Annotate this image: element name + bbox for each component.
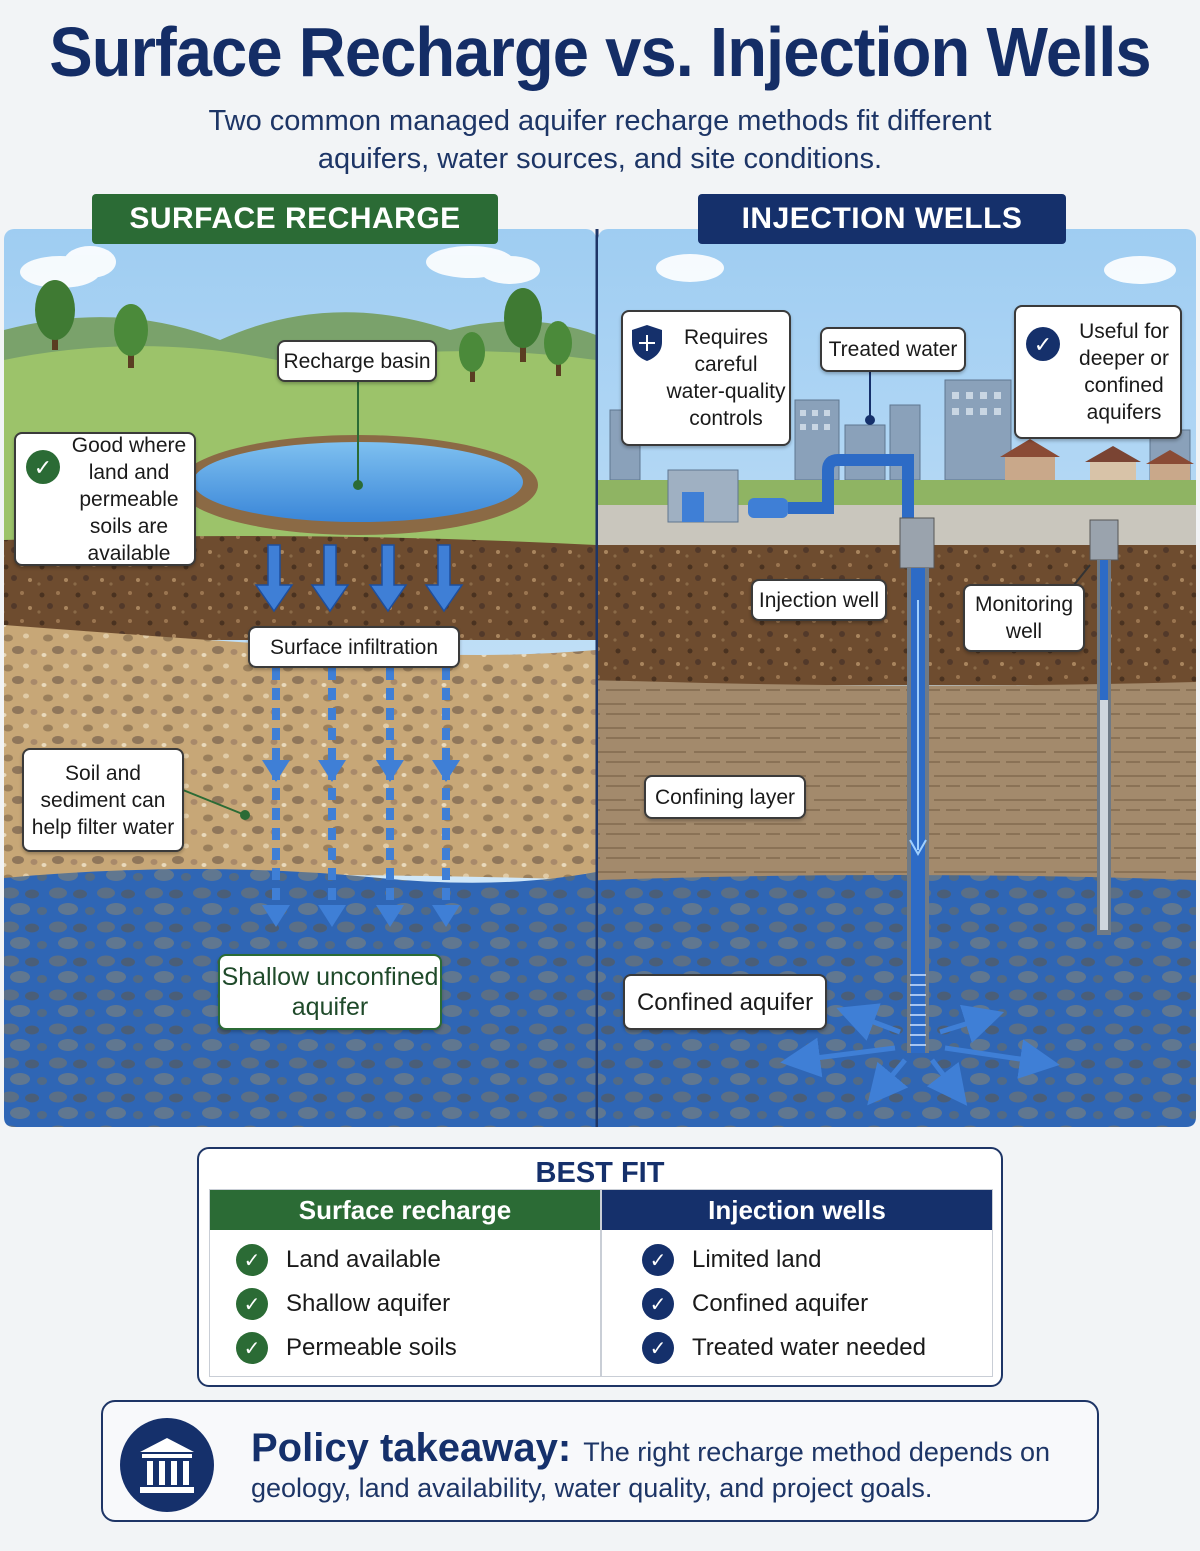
list-item: ✓Limited land — [602, 1238, 992, 1282]
list-item: ✓Shallow aquifer — [210, 1282, 600, 1326]
injection-well-label: Injection well — [751, 579, 887, 621]
page-title: Surface Recharge vs. Injection Wells — [49, 13, 1151, 91]
policy-text: Policy takeaway:The right recharge metho… — [251, 1428, 1081, 1506]
monitoring-well-label: Monitoring well — [963, 584, 1085, 652]
check-icon: ✓ — [236, 1288, 268, 1320]
confined-aquifer-label: Confined aquifer — [623, 974, 827, 1030]
injection-panel — [598, 229, 1196, 1127]
shield-icon — [632, 325, 662, 361]
best-fit-surface-column: Surface recharge ✓Land available ✓Shallo… — [209, 1189, 601, 1377]
recharge-basin-label: Recharge basin — [277, 340, 437, 382]
soil-filter-label: Soil and sediment can help filter water — [22, 748, 184, 852]
check-icon: ✓ — [642, 1288, 674, 1320]
policy-takeaway-panel: Policy takeaway:The right recharge metho… — [101, 1400, 1099, 1522]
best-fit-panel: BEST FIT Surface recharge ✓Land availabl… — [197, 1147, 1003, 1387]
check-icon: ✓ — [642, 1244, 674, 1276]
injection-wells-header: INJECTION WELLS — [698, 194, 1066, 244]
list-item: ✓Land available — [210, 1238, 600, 1282]
list-item: ✓Treated water needed — [602, 1326, 992, 1370]
check-icon: ✓ — [26, 450, 60, 484]
best-fit-injection-column: Injection wells ✓Limited land ✓Confined … — [601, 1189, 993, 1377]
good-where-label: ✓ Good where land and permeable soils ar… — [14, 432, 196, 566]
surface-infiltration-label: Surface infiltration — [248, 626, 460, 668]
diagram-illustration — [4, 229, 1196, 1127]
policy-body: The right recharge method depends on geo… — [251, 1437, 1050, 1503]
best-fit-injection-header: Injection wells — [602, 1190, 992, 1230]
water-quality-controls-label: Requires careful water-quality controls — [621, 310, 791, 446]
surface-recharge-header: SURFACE RECHARGE — [92, 194, 498, 244]
policy-heading: Policy takeaway: — [251, 1426, 572, 1470]
list-item: ✓Permeable soils — [210, 1326, 600, 1370]
shallow-aquifer-label: Shallow unconfined aquifer — [218, 954, 442, 1030]
useful-for-label: ✓ Useful for deeper or confined aquifers — [1014, 305, 1182, 439]
confining-layer-label: Confining layer — [644, 775, 806, 819]
treated-water-label: Treated water — [820, 327, 966, 372]
list-item: ✓Confined aquifer — [602, 1282, 992, 1326]
check-icon: ✓ — [236, 1244, 268, 1276]
page-subtitle: Two common managed aquifer recharge meth… — [208, 105, 992, 175]
building-icon — [120, 1418, 214, 1512]
check-icon: ✓ — [236, 1332, 268, 1364]
best-fit-surface-header: Surface recharge — [210, 1190, 600, 1230]
best-fit-title: BEST FIT — [535, 1157, 665, 1189]
check-icon: ✓ — [642, 1332, 674, 1364]
check-icon: ✓ — [1026, 327, 1060, 361]
